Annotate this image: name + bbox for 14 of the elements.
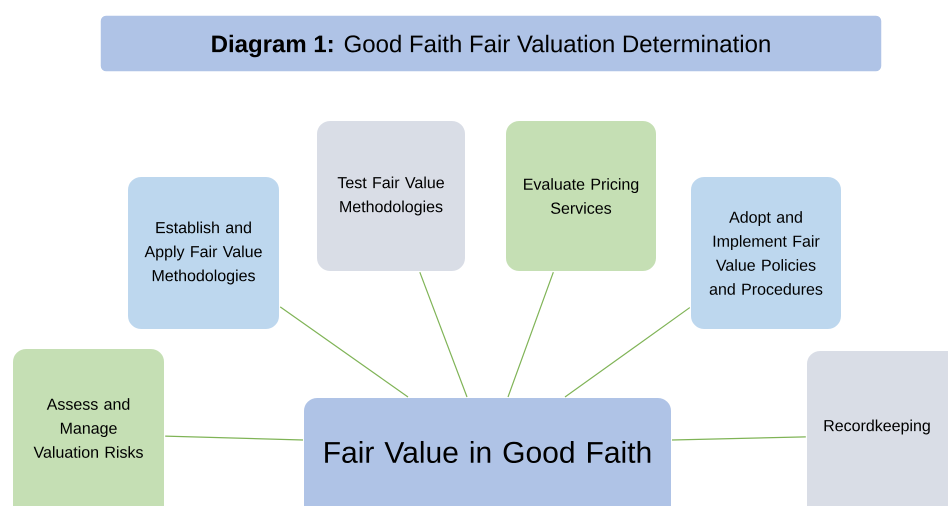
topic-box: Evaluate Pricing Services (504, 119, 658, 273)
connector-line (564, 307, 690, 398)
title-banner: Diagram 1: Good Faith Fair Valuation Determination (99, 14, 883, 73)
topic-box: Assess and Manage Valuation Risks (11, 347, 166, 506)
connector-line (165, 436, 304, 441)
topic-box: Establish and Apply Fair Value Methodologies (126, 175, 281, 331)
connector-line (672, 436, 806, 441)
connector-line (419, 272, 468, 398)
topic-box: Test Fair Value Methodologies (315, 119, 467, 273)
topic-box: Adopt and Implement Fair Value Policies and Procedures (689, 175, 843, 331)
topic-box: Recordkeeping (805, 349, 948, 506)
connector-line (507, 272, 554, 398)
hub-box: Fair Value in Good Faith (302, 396, 673, 506)
connector-line (280, 306, 408, 398)
